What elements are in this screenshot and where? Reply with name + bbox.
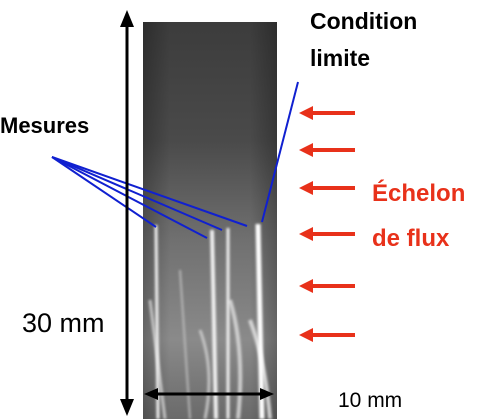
- heat-flux-arrows: [299, 106, 355, 342]
- flux-arrow: [299, 279, 355, 293]
- condition-limite-label-line2: limite: [310, 45, 371, 71]
- flux-arrow: [299, 143, 355, 157]
- mesures-leader-lines: [51, 156, 248, 239]
- probe-wire: [154, 224, 160, 419]
- height-dimension-arrow: [120, 10, 134, 416]
- condition-leader-line: [261, 81, 299, 223]
- flux-arrow: [299, 328, 355, 342]
- flux-arrow: [299, 181, 355, 195]
- probe-wire: [210, 229, 218, 419]
- flux-arrow: [299, 106, 355, 120]
- width-dimension-arrow: [144, 388, 274, 400]
- echelon-de-flux-label-line2: de flux: [372, 225, 450, 252]
- echelon-de-flux-label-line1: Échelon: [372, 180, 466, 207]
- height-dimension-label: 30 mm: [22, 308, 105, 338]
- probe-wire: [255, 223, 265, 419]
- mesures-label: Mesures: [0, 113, 90, 138]
- width-dimension-label: 10 mm: [338, 389, 403, 412]
- condition-limite-label-line1: Condition: [310, 8, 418, 34]
- probe-wires: [154, 223, 265, 419]
- flux-arrow: [299, 227, 355, 241]
- sample-image: [143, 22, 277, 419]
